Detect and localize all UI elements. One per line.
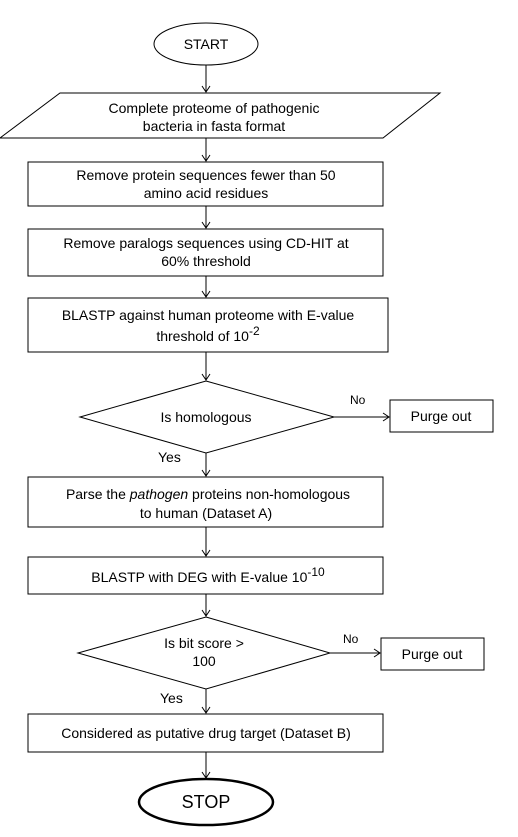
decision-is-homologous: Is homologous bbox=[78, 380, 336, 454]
edge-label-yes-1: Yes bbox=[158, 449, 181, 465]
blastp-deg-label: BLASTP with DEG with E-value 10-10 bbox=[91, 565, 325, 585]
edge-label-no-2: No bbox=[343, 632, 359, 646]
connector-parse-to-blastp-deg bbox=[201, 527, 211, 557]
blastp-deg-exponent: -10 bbox=[307, 565, 325, 579]
connector-remove-short-to-paralogs bbox=[201, 206, 211, 229]
blastp-human-exponent: -2 bbox=[249, 324, 260, 338]
connector-decision-yes-to-parse bbox=[201, 453, 211, 477]
connector-start-to-input bbox=[201, 65, 211, 93]
connector-decision-no-to-purge-1 bbox=[334, 412, 390, 422]
input-data-node: Complete proteome of pathogenic bacteria… bbox=[0, 92, 442, 139]
remove-short-line2: amino acid residues bbox=[144, 185, 269, 201]
parse-line2: to human (Dataset A) bbox=[140, 505, 272, 521]
parse-line1-em: pathogen bbox=[129, 486, 189, 502]
process-parse-pathogen: Parse the pathogen proteins non-homologo… bbox=[27, 476, 384, 528]
parse-line1: Parse the pathogen proteins non-homologo… bbox=[66, 486, 350, 502]
remove-paralogs-line1: Remove paralogs sequences using CD-HIT a… bbox=[63, 235, 348, 251]
input-label-line2: bacteria in fasta format bbox=[143, 118, 286, 134]
terminal-purge-out-1: Purge out bbox=[389, 399, 494, 433]
connector-decision-no-to-purge-2 bbox=[330, 648, 381, 658]
process-remove-short-sequences: Remove protein sequences fewer than 50 a… bbox=[27, 161, 384, 207]
terminal-purge-out-2: Purge out bbox=[380, 637, 485, 671]
input-label-line1: Complete proteome of pathogenic bbox=[109, 100, 320, 116]
decision-homologous-label: Is homologous bbox=[160, 409, 251, 425]
parse-line1-post: proteins non-homologous bbox=[188, 486, 350, 502]
blastp-human-line2: threshold of 10-2 bbox=[156, 324, 260, 344]
edge-label-no-1: No bbox=[350, 393, 366, 407]
connector-blastp-human-to-decision bbox=[201, 352, 211, 381]
decision-bitscore-line2: 100 bbox=[192, 653, 216, 669]
decision-bitscore-line1: Is bit score > bbox=[164, 635, 244, 651]
parse-line1-pre: Parse the bbox=[66, 486, 130, 502]
connector-paralogs-to-blastp-human bbox=[201, 276, 211, 298]
start-label: START bbox=[184, 36, 229, 52]
remove-short-line1: Remove protein sequences fewer than 50 bbox=[76, 167, 335, 183]
connector-input-to-remove-short bbox=[201, 138, 211, 162]
stop-terminator: STOP bbox=[137, 777, 275, 827]
connector-blastp-deg-to-decision bbox=[201, 594, 211, 617]
purge-out-2-label: Purge out bbox=[402, 646, 463, 662]
purge-out-1-label: Purge out bbox=[411, 408, 472, 424]
start-terminator: START bbox=[153, 22, 259, 66]
stop-label: STOP bbox=[182, 792, 231, 812]
decision-bit-score: Is bit score > 100 bbox=[76, 616, 332, 690]
remove-paralogs-line2: 60% threshold bbox=[161, 253, 251, 269]
process-blastp-human: BLASTP against human proteome with E-val… bbox=[27, 297, 389, 353]
drug-target-label: Considered as putative drug target (Data… bbox=[61, 725, 351, 741]
connector-decision-yes-to-drug-target bbox=[201, 689, 211, 714]
blastp-human-threshold-text: threshold of 10 bbox=[156, 328, 249, 344]
blastp-deg-text: BLASTP with DEG with E-value 10 bbox=[91, 569, 307, 585]
edge-label-yes-2: Yes bbox=[160, 690, 183, 706]
connector-drug-target-to-stop bbox=[201, 752, 211, 779]
process-remove-paralogs: Remove paralogs sequences using CD-HIT a… bbox=[27, 228, 384, 277]
process-drug-target: Considered as putative drug target (Data… bbox=[27, 713, 384, 753]
process-blastp-deg: BLASTP with DEG with E-value 10-10 bbox=[27, 556, 384, 595]
blastp-human-line1: BLASTP against human proteome with E-val… bbox=[62, 307, 355, 323]
